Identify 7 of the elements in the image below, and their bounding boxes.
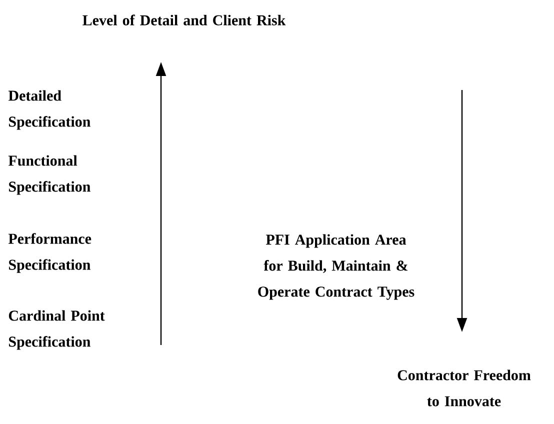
area-label: PFI Application Area for Build, Maintain & Operate Contract Types <box>258 234 414 300</box>
level-label: Cardinal Point Specification <box>8 310 105 350</box>
axis-title: Level of Detail and Client Risk <box>82 14 286 26</box>
level-label: Functional Specification <box>8 155 90 195</box>
level-label: Detailed Specification <box>8 90 90 130</box>
level-label: Performance Specification <box>8 233 92 273</box>
axis-title: Contractor Freedom to Innovate <box>398 370 531 406</box>
